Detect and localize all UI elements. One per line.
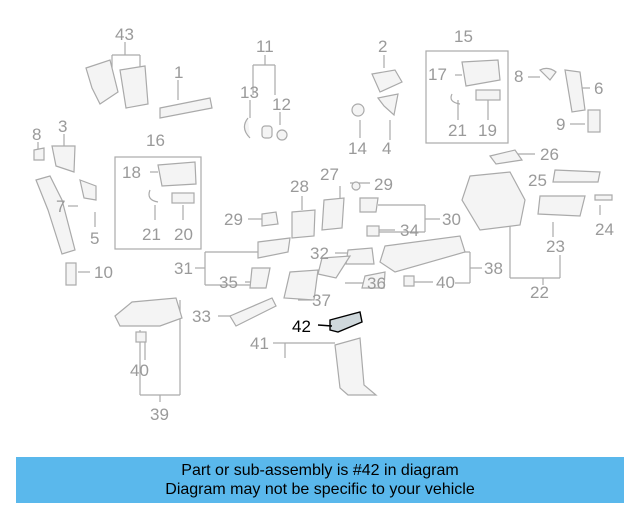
part-42-leader [317, 324, 333, 327]
part-label: 6 [594, 79, 603, 98]
part-label: 23 [546, 237, 565, 256]
part-label: 43 [115, 25, 134, 44]
part-label: 20 [174, 225, 193, 244]
part-label: 1 [174, 63, 183, 82]
part-label: 5 [90, 229, 99, 248]
part-label: 12 [272, 95, 291, 114]
info-banner: Part or sub-assembly is #42 in diagram D… [16, 457, 624, 503]
part-label: 24 [595, 220, 614, 239]
part-label: 32 [310, 244, 329, 263]
group-box-16 [114, 156, 202, 250]
part-label: 28 [290, 177, 309, 196]
part-label: 19 [478, 121, 497, 140]
part-label: 35 [219, 273, 238, 292]
part-label: 17 [428, 65, 447, 84]
part-label: 15 [454, 27, 473, 46]
part-label: 41 [250, 334, 269, 353]
banner-line-1: Part or sub-assembly is #42 in diagram [181, 462, 459, 479]
part-label: 7 [56, 197, 65, 216]
leader-lines [37, 42, 601, 402]
highlighted-part-label: 42 [292, 317, 311, 336]
part-label: 37 [312, 291, 331, 310]
part-label: 3 [58, 117, 67, 136]
part-labels: 43 1 11 13 12 2 15 17 21 19 8 6 9 8 3 16… [32, 25, 614, 424]
part-outlines [33, 59, 613, 396]
part-label: 4 [382, 139, 391, 158]
part-label: 9 [556, 115, 565, 134]
part-label: 2 [378, 37, 387, 56]
part-label: 29 [224, 210, 243, 229]
part-label: 21 [448, 121, 467, 140]
part-label: 29 [374, 175, 393, 194]
part-label: 8 [32, 125, 41, 144]
part-label: 40 [130, 361, 149, 380]
parts-diagram: 43 1 11 13 12 2 15 17 21 19 8 6 9 8 3 16… [32, 25, 614, 424]
part-label: 27 [320, 165, 339, 184]
part-label: 8 [514, 67, 523, 86]
part-label: 33 [192, 307, 211, 326]
part-label: 14 [348, 139, 367, 158]
banner-line-2: Diagram may not be specific to your vehi… [165, 481, 475, 498]
part-label: 18 [122, 163, 141, 182]
part-label: 13 [240, 83, 259, 102]
part-label: 16 [146, 131, 165, 150]
part-label: 39 [150, 405, 169, 424]
part-label: 31 [174, 259, 193, 278]
part-42-highlight[interactable] [329, 311, 363, 333]
part-label: 26 [540, 145, 559, 164]
part-label: 22 [530, 283, 549, 302]
part-label: 36 [367, 274, 386, 293]
part-label: 10 [94, 263, 113, 282]
part-label: 21 [142, 225, 161, 244]
part-label: 38 [484, 259, 503, 278]
part-label: 30 [442, 210, 461, 229]
group-box-15 [425, 50, 509, 144]
part-label: 11 [256, 37, 274, 56]
part-label: 25 [528, 171, 547, 190]
part-label: 34 [400, 221, 419, 240]
part-label: 40 [436, 273, 455, 292]
